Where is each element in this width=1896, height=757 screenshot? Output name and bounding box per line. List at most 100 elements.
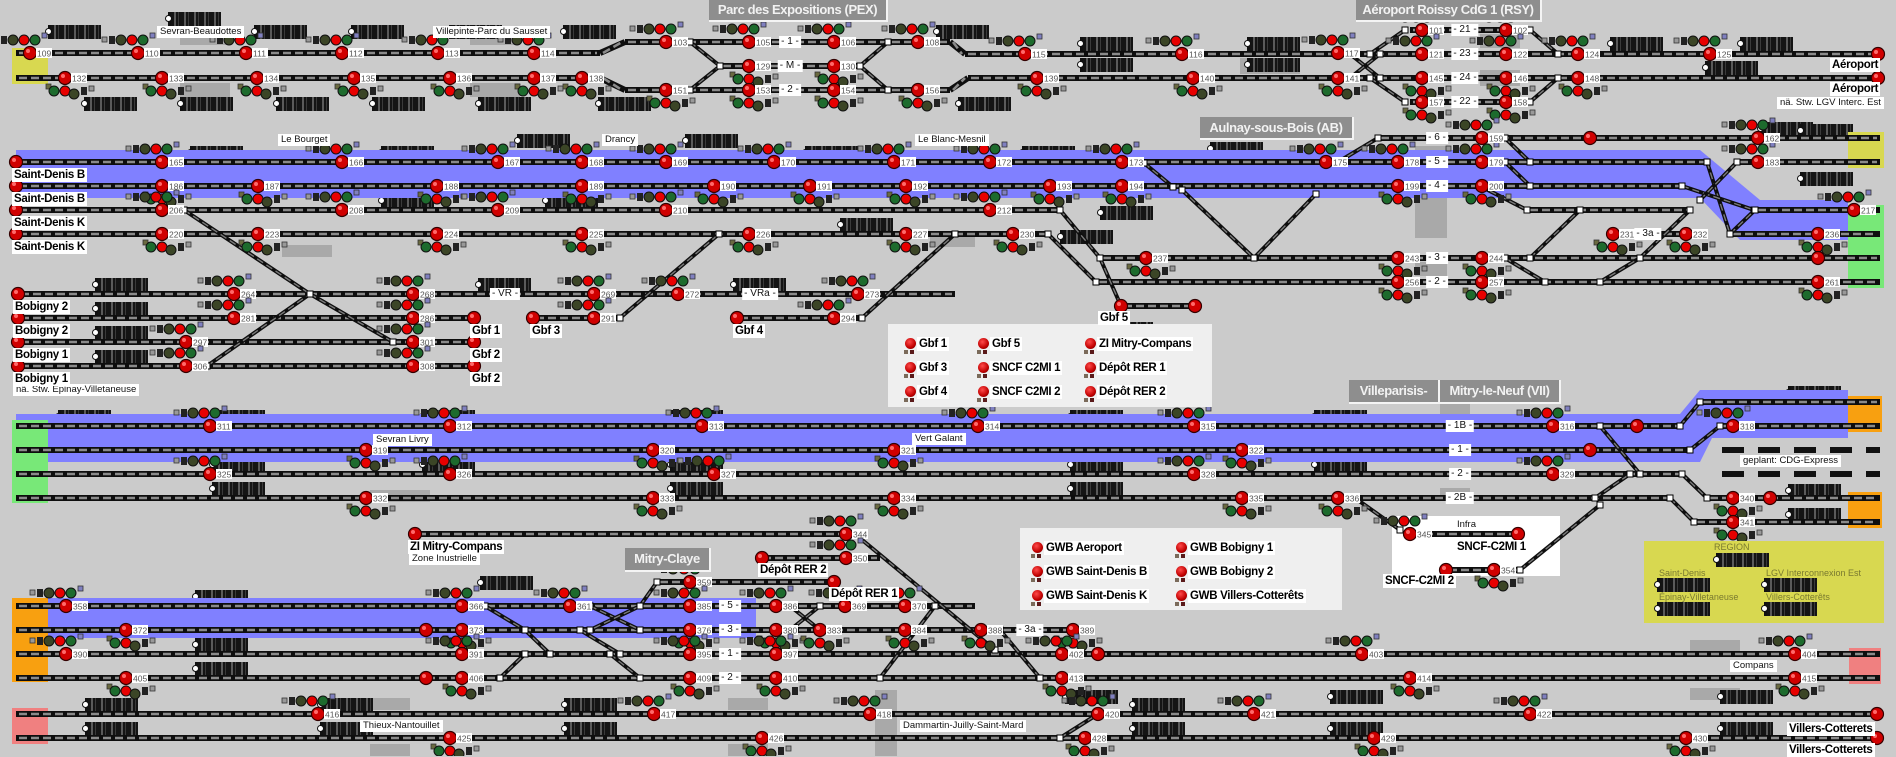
main-signal[interactable] [1545,466,1561,482]
main-signal[interactable] [1846,202,1862,218]
switch-point[interactable] [884,86,892,94]
main-signal[interactable] [1545,418,1561,434]
main-signal[interactable] [768,598,784,614]
main-signal[interactable] [202,466,218,482]
main-signal[interactable] [826,58,842,74]
switch-point[interactable] [606,650,614,658]
main-signal[interactable] [645,490,661,506]
main-signal[interactable] [682,598,698,614]
switch-point[interactable] [1596,422,1604,430]
legend-gwb-bobigny-1[interactable]: GWB Bobigny 1 [1188,541,1275,555]
switch-point[interactable] [1526,182,1534,190]
main-signal[interactable] [910,34,926,50]
signal[interactable] [418,622,434,638]
main-signal[interactable] [57,70,73,86]
main-signal[interactable] [490,202,506,218]
switch-point[interactable] [1541,278,1549,286]
switch-point[interactable] [1690,518,1698,526]
switch-point[interactable] [389,338,397,346]
switch-point[interactable] [576,626,584,634]
main-signal[interactable] [1138,250,1154,266]
signal[interactable] [1582,442,1598,458]
main-signal[interactable] [1017,46,1033,62]
main-signal[interactable] [694,418,710,434]
main-signal[interactable] [226,286,242,302]
signal[interactable] [1187,298,1203,314]
main-signal[interactable] [741,58,757,74]
switch-point[interactable] [884,38,892,46]
main-signal[interactable] [1330,490,1346,506]
main-signal[interactable] [886,154,902,170]
switch-point[interactable] [1686,206,1694,214]
switch-point[interactable] [616,650,624,658]
main-signal[interactable] [1725,490,1741,506]
main-signal[interactable] [646,706,662,722]
gwb-signal-icon[interactable] [1031,542,1043,558]
switch-point[interactable] [1312,190,1320,198]
main-signal[interactable] [1810,274,1826,290]
main-signal[interactable] [886,490,902,506]
main-signal[interactable] [405,286,421,302]
switch-point[interactable] [1726,230,1734,238]
switch-point[interactable] [1250,254,1258,262]
main-signal[interactable] [741,34,757,50]
main-signal[interactable] [802,178,818,194]
switch-point[interactable] [636,674,644,682]
main-signal[interactable] [1498,70,1514,86]
main-signal[interactable] [58,598,74,614]
switch-point[interactable] [1178,186,1186,194]
switch-point[interactable] [1676,422,1684,430]
switch-point[interactable] [816,602,824,610]
main-signal[interactable] [1054,670,1070,686]
main-signal[interactable] [682,622,698,638]
main-signal[interactable] [1787,646,1803,662]
main-signal[interactable] [682,646,698,662]
switch-point[interactable] [1376,50,1384,58]
main-signal[interactable] [658,202,674,218]
main-signal[interactable] [58,646,74,662]
main-signal[interactable] [22,45,38,61]
main-signal[interactable] [1330,70,1346,86]
switch-point[interactable] [876,674,884,682]
signal[interactable] [10,286,26,302]
switch-point[interactable] [1678,470,1686,478]
gwb-signal-icon[interactable] [1175,590,1187,606]
main-signal[interactable] [1186,418,1202,434]
main-signal[interactable] [1042,178,1058,194]
switch-point[interactable] [1596,278,1604,286]
switch-point[interactable] [586,626,594,634]
switch-point[interactable] [1751,206,1759,214]
main-signal[interactable] [706,466,722,482]
main-signal[interactable] [1234,442,1250,458]
switch-point[interactable] [1044,230,1052,238]
signal[interactable] [466,310,482,326]
switch-point[interactable] [521,626,529,634]
switch-point[interactable] [1703,494,1711,502]
switch-point[interactable] [1092,278,1100,286]
signal[interactable] [525,310,541,326]
main-signal[interactable] [1414,70,1430,86]
main-signal[interactable] [1185,70,1201,86]
main-signal[interactable] [910,82,926,98]
main-signal[interactable] [442,70,458,86]
main-signal[interactable] [574,226,590,242]
switch-point[interactable] [616,314,624,322]
main-signal[interactable] [886,442,902,458]
main-signal[interactable] [442,418,458,434]
main-signal[interactable] [1366,730,1382,746]
switch-point[interactable] [1636,254,1644,262]
main-signal[interactable] [1725,418,1741,434]
switch-point[interactable] [716,62,724,70]
main-signal[interactable] [1330,45,1346,61]
main-signal[interactable] [574,70,590,86]
main-signal[interactable] [442,730,458,746]
main-signal[interactable] [1114,154,1130,170]
signal[interactable] [418,670,434,686]
signal[interactable] [729,310,745,326]
legend-gbf-1[interactable]: Gbf 1 [917,337,949,351]
switch-point[interactable] [496,674,504,682]
main-signal[interactable] [429,226,445,242]
switch-point[interactable] [1696,196,1704,204]
switch-point[interactable] [636,626,644,634]
main-signal[interactable] [1474,130,1490,146]
